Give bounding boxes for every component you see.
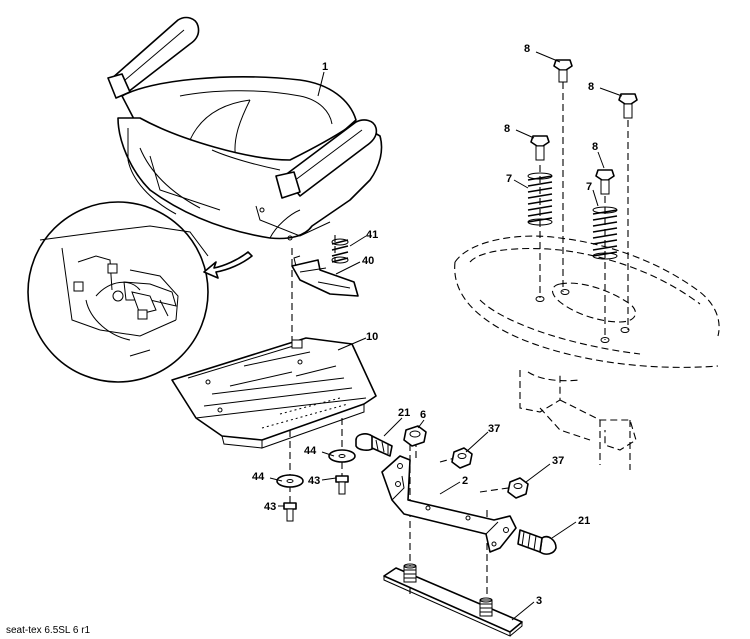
callout-washer-upper: 44 [304,445,317,457]
washer-44-lower [276,474,304,488]
bolt-8-mid-right [595,169,615,195]
spring-41 [331,238,349,264]
callout-carriage-bolt-left: 21 [398,407,410,419]
footer-code: seat-tex 6.5SL 6 r1 [6,625,91,636]
base-plate-3 [383,563,523,637]
callout-numbers: 1 8 8 8 8 7 7 41 40 10 21 6 37 44 44 43 … [252,43,598,607]
nut-6 [403,425,427,447]
callout-bolt-top-left: 8 [524,43,530,55]
callout-washer-lower: 44 [252,471,265,483]
bolt-8-mid-left [530,135,550,161]
screw-43-lower [283,502,297,522]
callout-bolt-top-right: 8 [588,81,594,93]
spring-7-right [592,206,618,260]
assembly-lines [289,82,629,598]
fender-outline [454,235,720,470]
callout-nut-lower: 37 [552,455,564,467]
callout-spring-right: 7 [586,181,592,193]
detail-arrow-icon [203,251,253,279]
callout-screw-lower: 43 [264,501,276,513]
callout-spring-left: 7 [506,173,512,185]
spring-7-left [527,172,553,226]
callout-seat: 1 [322,61,328,73]
callout-bolt-mid-left: 8 [504,123,510,135]
callout-spring-switch: 41 [366,229,378,241]
seat [107,16,383,241]
nut-37-lower [507,477,529,499]
callout-seat-pan: 10 [366,331,378,343]
screw-43-upper [335,475,349,495]
callout-carriage-bolt-right: 21 [578,515,590,527]
callout-bolt-mid-right: 8 [592,141,598,153]
leader-lines [269,51,623,621]
mount-bracket-2 [381,455,517,553]
callout-screw-upper: 43 [308,475,320,487]
callout-nut-upper: 37 [488,423,500,435]
switch-detail-inset [27,201,209,383]
washer-44-upper [328,449,356,463]
callout-mount-bracket: 2 [462,475,468,487]
nut-37-upper [451,447,473,469]
bolt-8-top-right [618,93,638,119]
callout-switch-bracket: 40 [362,255,374,267]
carriage-bolt-21-right [517,529,557,555]
bolt-8-top-left [553,59,573,83]
carriage-bolt-21-left [355,433,393,457]
callout-base-plate: 3 [536,595,542,607]
callout-nut-lock: 6 [420,409,426,421]
switch-bracket-40 [291,255,359,297]
seat-pan-10 [171,337,377,449]
